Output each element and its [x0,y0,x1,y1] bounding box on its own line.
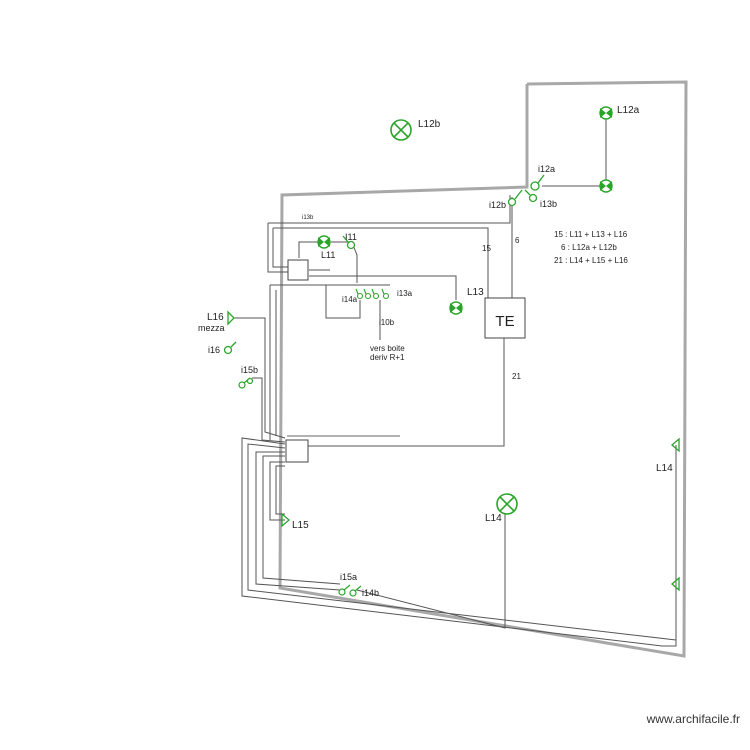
label-i13b-small: i13b [302,215,314,221]
lamp-l13-icon [449,301,463,315]
switch-i15b-icon [238,377,254,389]
walls [278,80,688,658]
switch-i14b-icon [349,585,362,597]
switch-i13b-icon [524,189,538,203]
legend-line-21: 21 : L14 + L15 + L16 [554,256,628,265]
label-i14a: i14a [342,295,358,304]
lamp-l12a-switch-icon [599,179,613,193]
switch-i16-icon [223,341,237,355]
label-l14-right: L14 [656,463,673,474]
switch-i15a-icon [338,584,351,596]
label-i15b: i15b [241,365,258,375]
label-mezza: mezza [198,323,225,333]
lamp-l14-wall-bottom-icon [671,576,680,592]
switch-i12a-icon [530,174,545,191]
label-l15: L15 [292,520,309,531]
switch-i11-icon [342,235,356,250]
legend-line-15: 15 : L11 + L13 + L16 [554,230,628,239]
label-vers-boite: vers boite [370,344,405,353]
label-l12a: L12a [617,105,640,116]
lamp-l11-icon [317,235,331,249]
circuit-legend: 15 : L11 + L13 + L16 6 : L12a + L12b 21 … [554,230,628,265]
label-i11: I11 [345,232,357,242]
label-l11: L11 [321,250,335,260]
label-i13a: i13a [397,289,413,298]
label-l13: L13 [467,287,484,298]
label-wire-6: 6 [515,236,520,245]
label-i15a: i15a [340,572,357,582]
watermark-link[interactable]: www.archifacile.fr [646,712,740,726]
label-i12a: i12a [538,164,555,174]
te-label: TE [495,313,514,330]
label-wire-15: 15 [482,244,491,253]
wires [234,113,677,647]
junction-box-1 [287,259,309,281]
label-deriv-r1: deriv R+1 [370,353,405,362]
junction-box-2 [285,439,309,463]
label-l16: L16 [207,312,224,323]
lamp-l14-icon [496,493,518,515]
lamp-l12a-icon [599,106,613,120]
label-l12b: L12b [418,119,441,130]
switch-i14a-icon [355,288,364,300]
outer-wall [278,80,688,658]
legend-line-6: 6 : L12a + L12b [561,243,617,252]
label-i16: i16 [208,345,220,355]
label-l14-center: L14 [485,513,502,524]
label-i10b: i10b [379,318,395,327]
lamp-l16-icon [227,310,235,326]
lamp-l14-wall-top-icon [671,437,680,453]
label-i14b: i14b [362,588,379,598]
lamp-l15-icon [281,512,290,528]
label-wire-21: 21 [512,372,521,381]
label-i12b: i12b [489,200,506,210]
electrical-panel-te [484,297,526,339]
switch-i13a-icon [363,288,390,300]
switch-i12b-icon [507,189,523,207]
label-i13b: i13b [540,199,557,209]
lamp-l12b-icon [390,119,412,141]
